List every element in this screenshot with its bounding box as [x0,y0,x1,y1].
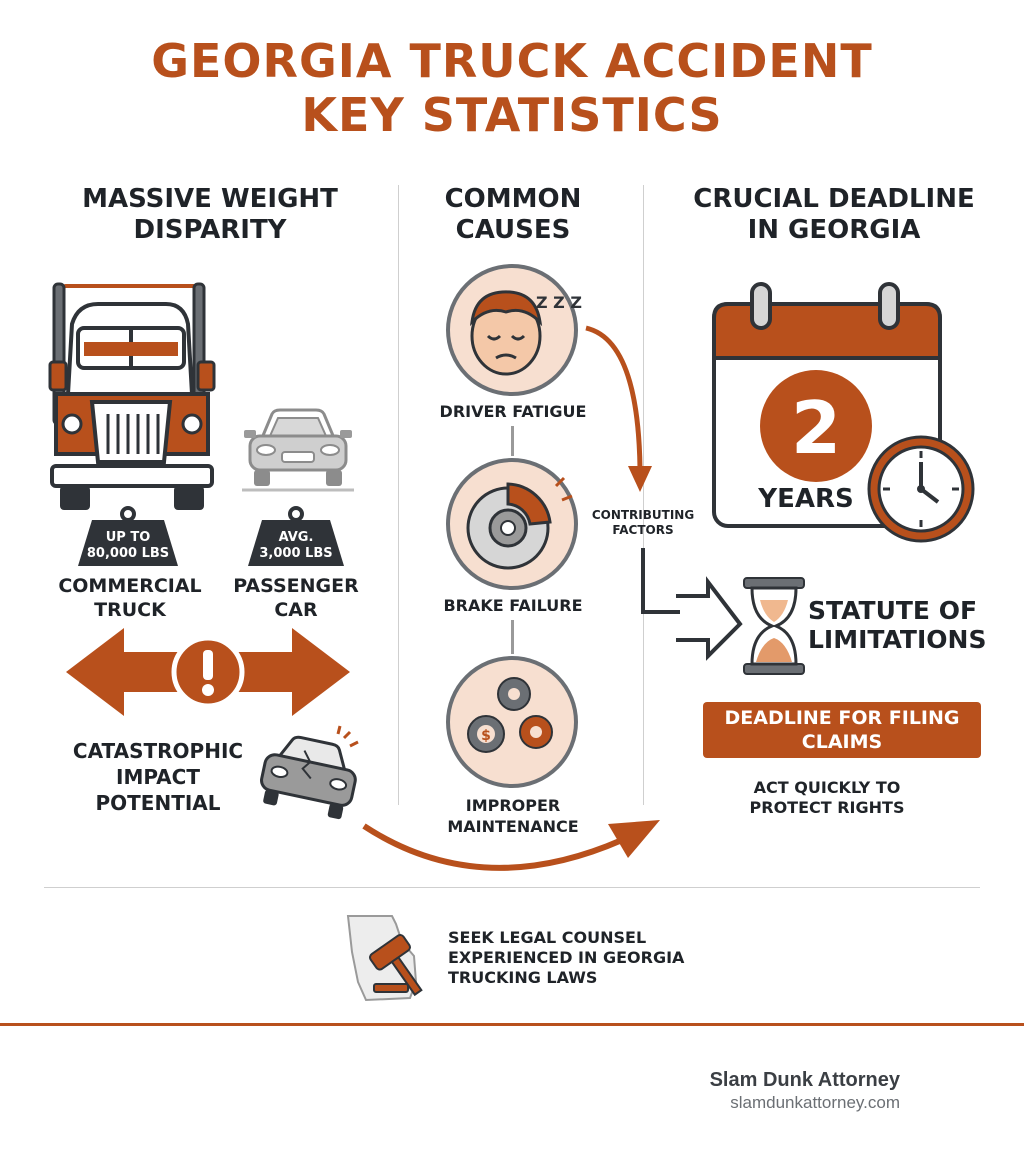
weight-icon [248,506,344,566]
weight-icon [78,506,178,566]
hourglass-icon [743,577,805,675]
causes-heading: COMMON CAUSES [444,184,582,245]
brake-disc-icon [446,458,578,590]
svg-text:Z Z Z: Z Z Z [536,293,582,312]
car-label: PASSENGER CAR [233,575,359,621]
cause-label-brake: BRAKE FAILURE [443,596,583,615]
clock-icon [867,435,975,543]
brand-url[interactable]: slamdunkattorney.com [730,1093,900,1112]
counsel-text: SEEK LEGAL COUNSEL EXPERIENCED IN GEORGI… [448,928,685,987]
footer-rule [0,1023,1024,1026]
contributing-label: CONTRIBUTING FACTORS [591,508,695,537]
column-divider-left [398,185,399,805]
brand-name: Slam Dunk Attorney [709,1069,900,1091]
statute-label: STATUTE OF LIMITATIONS [808,596,987,654]
column-divider-right [643,185,644,805]
cause-label-fatigue: DRIVER FATIGUE [439,402,587,421]
impact-label: CATASTROPHIC IMPACT POTENTIAL [72,739,244,815]
cause-connector [511,426,514,456]
flow-arrow-bottom [362,820,660,871]
crashed-car-icon [260,725,359,820]
deadline-banner: DEADLINE FOR FILING CLAIMS [703,702,981,758]
truck-weight-label: UP TO 80,000 LBS [86,530,170,561]
contributing-arrow [585,325,652,492]
footer-brand-block: Slam Dunk Attorney slamdunkattorney.com [710,1068,900,1114]
deadline-heading: CRUCIAL DEADLINE IN GEORGIA [693,184,975,245]
weight-heading: MASSIVE WEIGHT DISPARITY [82,184,338,245]
impact-arrows [66,628,350,716]
car-icon [242,408,354,492]
section-divider [44,887,980,888]
page-title: GEORGIA TRUCK ACCIDENT KEY STATISTICS [151,34,873,142]
svg-text:$: $ [481,728,491,744]
truck-label: COMMERCIAL TRUCK [58,575,202,621]
car-weight-label: AVG. 3,000 LBS [259,530,333,561]
cause-connector [511,620,514,654]
georgia-gavel-icon [346,915,423,1002]
sleepy-face-icon: Z Z Z [446,264,582,396]
deadline-unit: YEARS [758,484,854,514]
deadline-number: 2 [790,386,842,470]
gears-icon: $ [446,656,578,788]
act-quickly-label: ACT QUICKLY TO PROTECT RIGHTS [749,778,905,817]
semi-truck-icon [48,282,216,510]
arrow-right-icon [641,548,743,661]
cause-label-maintenance: IMPROPER MAINTENANCE [447,796,579,836]
